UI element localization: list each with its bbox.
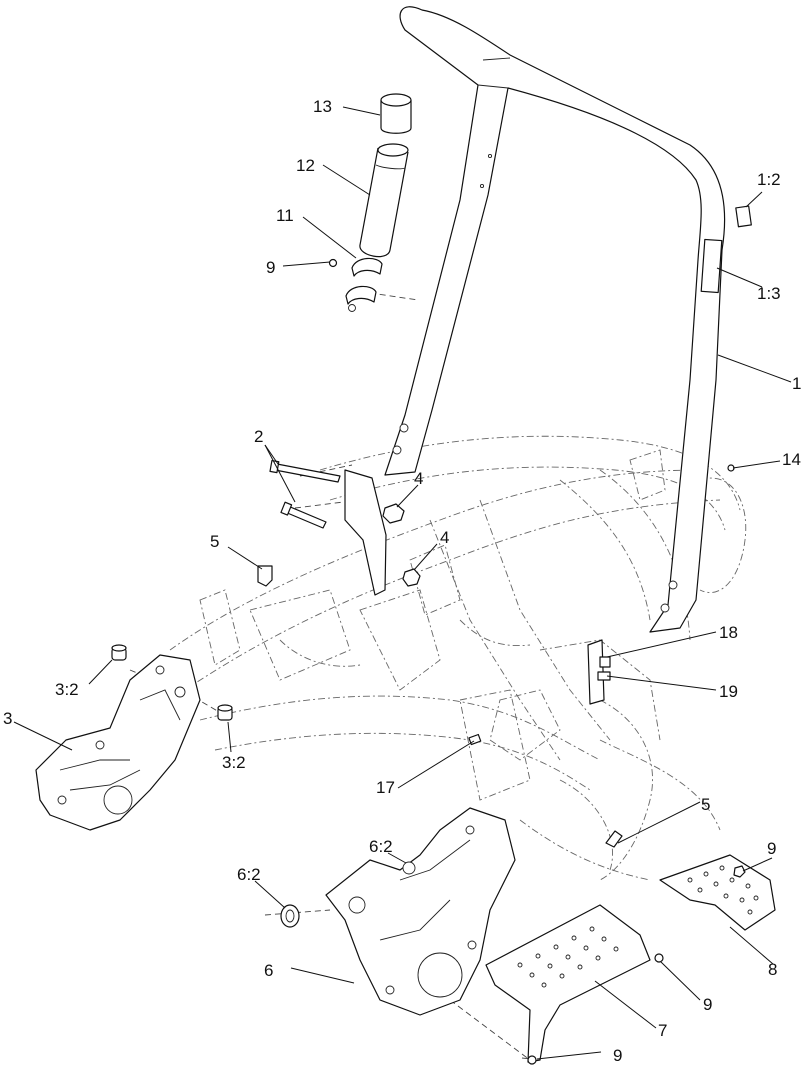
callout-9-clamp: 9 (266, 258, 275, 277)
callout-1-2: 1:2 (757, 170, 781, 189)
clamp (345, 257, 383, 312)
callout-5-upper: 5 (210, 532, 219, 551)
mount-bracket (344, 469, 387, 596)
callout-9-footplate: 9 (703, 995, 712, 1014)
callout-8: 8 (768, 960, 777, 979)
callout-14: 14 (782, 450, 801, 469)
callout-6-2-left: 6:2 (237, 865, 261, 884)
callout-6: 6 (264, 961, 273, 980)
callout-9-step: 9 (767, 839, 776, 858)
screw-9-bottom (527, 1055, 537, 1065)
callout-11: 11 (276, 206, 294, 225)
screw-9-step (733, 865, 746, 878)
decal-large (700, 238, 723, 294)
bolt-5-lower (605, 830, 623, 848)
bolt-5-left (257, 565, 273, 587)
callout-19: 19 (719, 682, 738, 701)
step-plate-8 (659, 854, 776, 931)
callout-6-2-upper: 6:2 (369, 837, 393, 856)
screw-9-top (328, 258, 338, 268)
frame-ghost (169, 435, 747, 881)
callout-3: 3 (3, 709, 12, 728)
callout-3-2-upper: 3:2 (55, 680, 79, 699)
roll-bar (384, 6, 726, 633)
callout-1: 1 (792, 374, 801, 393)
callout-1-3: 1:3 (757, 284, 781, 303)
switch-bracket (587, 639, 611, 705)
bolts (269, 459, 341, 529)
callout-5-lower: 5 (701, 795, 710, 814)
callout-labels: 13 12 11 9 1:2 1:3 1 2 4 4 14 5 18 19 3:… (3, 97, 801, 1065)
left-bracket (35, 654, 201, 831)
canister (359, 93, 412, 258)
callout-12: 12 (296, 156, 315, 175)
callout-2: 2 (254, 427, 263, 446)
callout-18: 18 (719, 623, 738, 642)
callout-17: 17 (376, 778, 395, 797)
bushing-6-2 (280, 904, 300, 928)
callout-4-upper: 4 (414, 469, 423, 488)
callout-3-2-lower: 3:2 (222, 753, 246, 772)
decal-small (735, 205, 752, 228)
nut-4-upper (382, 503, 405, 524)
right-bracket (325, 807, 516, 1016)
callout-4-lower: 4 (440, 528, 449, 547)
bushings-3-2 (111, 644, 233, 721)
callout-7: 7 (658, 1021, 667, 1040)
nut-4-lower (402, 568, 421, 587)
footplate-7 (485, 904, 651, 1063)
screw-9-fp7 (654, 953, 664, 963)
leader-lines (13, 106, 792, 1060)
callout-9-bottom: 9 (613, 1046, 622, 1065)
callout-13: 13 (313, 97, 332, 116)
